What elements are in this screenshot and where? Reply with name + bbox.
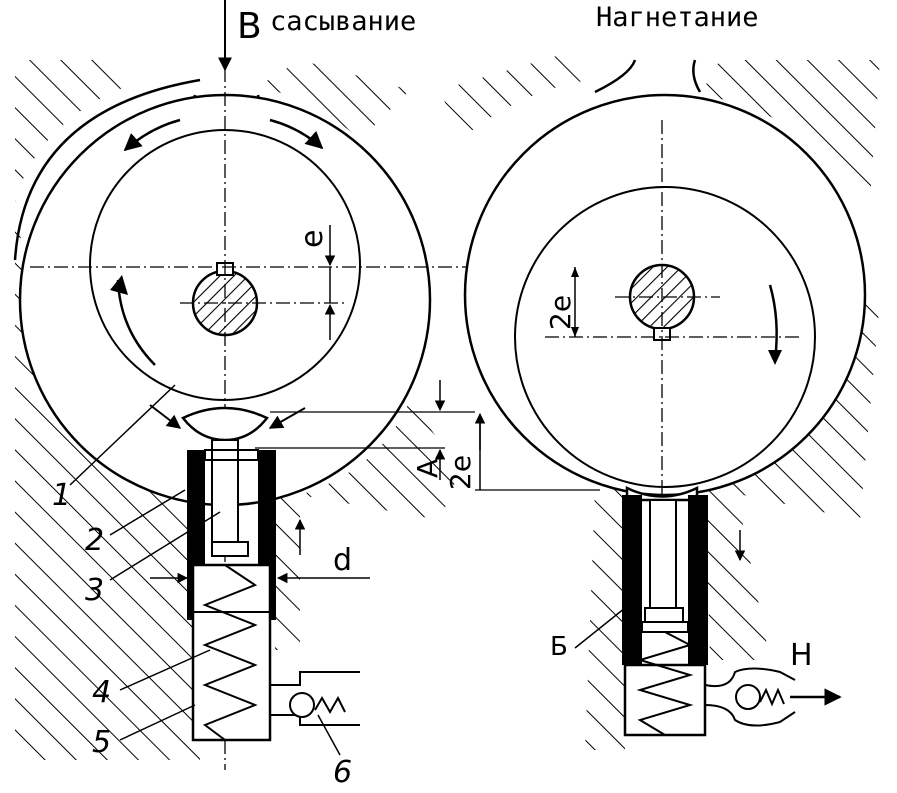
ecc-2e-right-label: 2e bbox=[544, 295, 577, 330]
center-dimensions bbox=[255, 380, 600, 491]
left-housing-hatch bbox=[15, 60, 460, 760]
part-b-label: Б bbox=[550, 632, 568, 662]
left-plunger bbox=[211, 439, 239, 556]
outlet-label: Нагнетание bbox=[596, 2, 759, 33]
ecc-e-label: e bbox=[295, 230, 330, 248]
inlet-letter: B bbox=[237, 6, 262, 47]
left-pump bbox=[13, 0, 600, 770]
left-housing-outline bbox=[13, 78, 201, 261]
dim-a-label: A bbox=[411, 459, 444, 478]
right-plunger bbox=[649, 499, 677, 616]
part-3-label: 3 bbox=[85, 573, 104, 608]
right-spring-chamber bbox=[623, 663, 707, 737]
dim-d-label: d bbox=[333, 543, 352, 578]
inlet-label: сасывание bbox=[270, 6, 416, 37]
outlet-port-label: H bbox=[790, 638, 813, 673]
part-1-label: 1 bbox=[52, 478, 71, 513]
part-2-label: 2 bbox=[85, 523, 104, 558]
part-4-label: 4 bbox=[92, 675, 111, 710]
left-plunger-head bbox=[181, 406, 269, 442]
ecc-2e-left-label: 2e bbox=[444, 455, 477, 490]
left-spring bbox=[202, 564, 258, 741]
right-pump bbox=[440, 55, 880, 750]
part-5-label: 5 bbox=[92, 725, 111, 760]
part-6-label: 6 bbox=[333, 755, 352, 790]
